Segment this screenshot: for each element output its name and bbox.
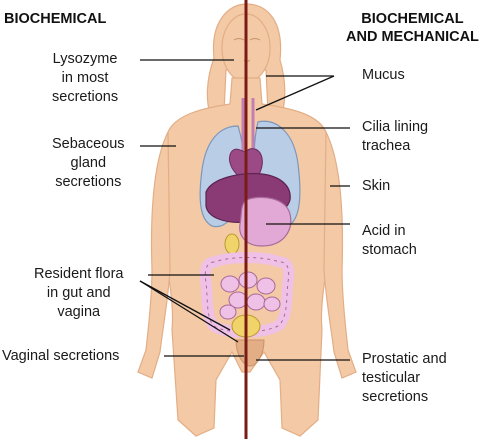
label-lysozyme-line-3: secretions bbox=[52, 89, 119, 105]
label-mucus: Mucus bbox=[362, 67, 405, 83]
left-arm bbox=[137, 131, 171, 379]
label-prostatic-line-1: Prostatic and bbox=[362, 351, 447, 367]
leader-lines bbox=[139, 59, 350, 361]
label-lysozyme: Lysozyme in most secretions bbox=[52, 50, 118, 107]
label-resident-flora: Resident flora in gut and vagina bbox=[34, 265, 123, 322]
label-cilia-line-1: Cilia lining bbox=[362, 119, 429, 135]
label-cilia-line-2: trachea bbox=[362, 138, 411, 154]
label-acid-line-2: stomach bbox=[362, 242, 417, 258]
gallbladder bbox=[224, 233, 240, 255]
label-resident-flora-line-2: in gut and bbox=[46, 285, 111, 301]
leader-mucus-lower bbox=[255, 75, 335, 111]
label-resident-flora-line-3: vagina bbox=[57, 304, 101, 320]
small-intestine bbox=[219, 271, 281, 320]
large-intestine-outline bbox=[204, 257, 290, 333]
stomach bbox=[239, 196, 292, 247]
header-right-line-1: BIOCHEMICAL bbox=[361, 11, 464, 27]
label-acid-line-1: Acid in bbox=[362, 223, 406, 239]
label-prostatic-line-2: testicular bbox=[362, 370, 421, 386]
leader-flora-vagina-2 bbox=[139, 280, 239, 343]
label-sebaceous-line-1: Sebaceous bbox=[52, 136, 125, 152]
label-lysozyme-line-2: in most bbox=[61, 70, 109, 86]
label-prostatic: Prostatic and testicular secretions bbox=[362, 350, 447, 407]
header-biochemical: BIOCHEMICAL bbox=[4, 11, 107, 27]
label-lysozyme-line-1: Lysozyme bbox=[52, 51, 118, 67]
label-resident-flora-line-1: Resident flora bbox=[34, 266, 124, 282]
label-sebaceous-line-2: gland bbox=[70, 155, 107, 171]
header-biochemical-mechanical: BIOCHEMICAL AND MECHANICAL bbox=[346, 10, 479, 46]
right-arm bbox=[323, 131, 357, 379]
label-skin: Skin bbox=[362, 178, 391, 194]
label-sebaceous: Sebaceous gland secretions bbox=[52, 135, 125, 192]
header-right-line-2: AND MECHANICAL bbox=[346, 29, 479, 45]
label-sebaceous-line-3: secretions bbox=[55, 174, 122, 190]
label-prostatic-line-3: secretions bbox=[362, 389, 429, 405]
label-vaginal-secretions: Vaginal secretions bbox=[2, 348, 120, 364]
trachea bbox=[241, 98, 255, 150]
label-acid: Acid in stomach bbox=[362, 222, 417, 260]
label-cilia: Cilia lining trachea bbox=[362, 118, 428, 156]
leader-flora-vagina-1 bbox=[139, 280, 231, 331]
